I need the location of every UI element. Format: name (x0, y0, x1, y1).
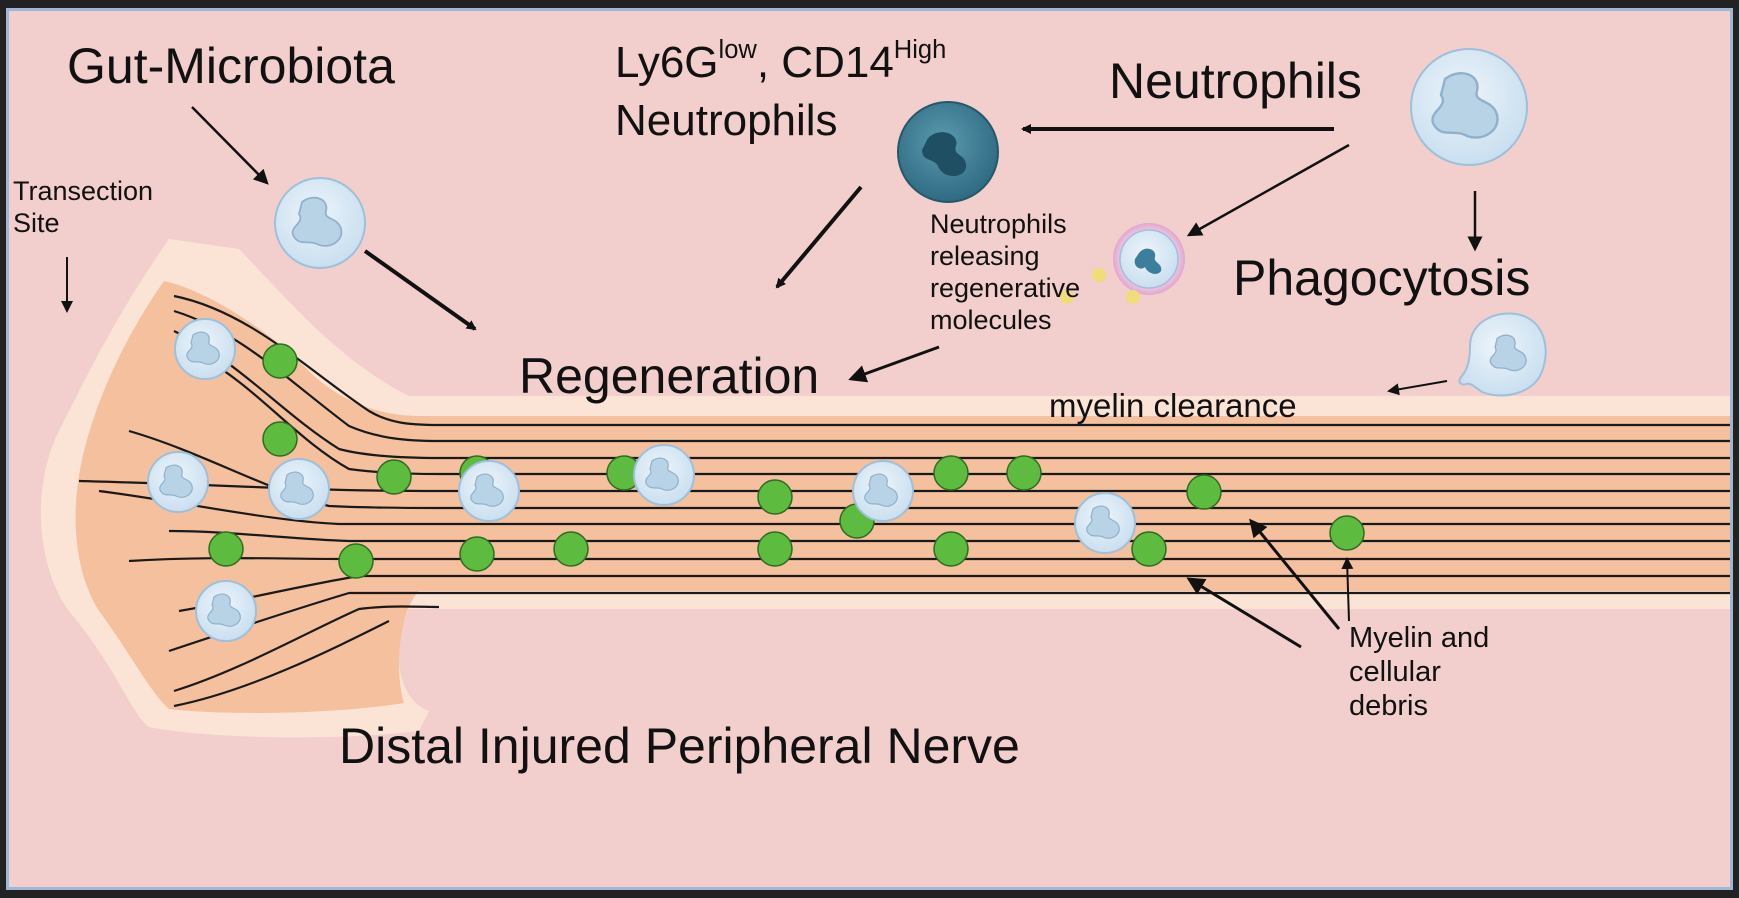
neutrophil-cell-icon (1410, 48, 1528, 166)
debris-line-3: debris (1349, 690, 1428, 723)
neutrophil-cell-icon (633, 444, 695, 506)
neutrophil-cell-icon (458, 460, 520, 522)
phagocytosing-neutrophil-icon (1458, 312, 1547, 397)
ly6g-superscript: low (718, 35, 757, 64)
myelin-debris-icon (1131, 531, 1167, 567)
transection-line-2: Site (13, 207, 60, 238)
transection-line-1: Transection (13, 176, 154, 206)
neutrophil-cell-icon (1074, 492, 1136, 554)
neutrophil-group (147, 318, 1136, 642)
diagram-scene (40, 48, 1730, 738)
releasing-line-3: regenerative (930, 272, 1081, 303)
myelin-debris-icon (459, 536, 495, 572)
arrow-gut-to-neutrophil (191, 106, 269, 185)
cd14-superscript: High (893, 35, 947, 64)
regenerative-molecule-dots (1060, 268, 1140, 304)
myelin-debris-icon (1006, 455, 1042, 491)
myelin-debris-icon (376, 459, 412, 495)
myelin-debris-icon (1329, 515, 1365, 551)
debris-line-1: Myelin and (1349, 622, 1490, 654)
myelin-debris-icon (933, 531, 969, 567)
debris-label: Myelin and cellular debris (1349, 621, 1489, 724)
myelin-clearance-label: myelin clearance (1049, 387, 1297, 424)
diagram-canvas: Gut-Microbiota Ly6Glow, CD14High Neutrop… (6, 8, 1733, 890)
releasing-neutrophil-icon (1113, 223, 1185, 295)
activated-neutrophil-icon (897, 101, 999, 203)
arrow-group (61, 106, 1483, 649)
gut-microbiota-label: Gut-Microbiota (67, 38, 395, 94)
neutrophil-cell-icon (147, 451, 209, 513)
releasing-line-1: Neutrophils (930, 209, 1067, 239)
ly6g-neutrophils-label: Neutrophils (615, 96, 838, 145)
transection-site-label: Transection Site (13, 176, 153, 240)
myelin-debris-icon (933, 455, 969, 491)
myelin-debris-icon (1186, 474, 1222, 510)
myelin-debris-icon (757, 531, 793, 567)
arrow-phagocyte-to-clearance (1387, 380, 1448, 396)
neutrophil-cell-icon (852, 460, 914, 522)
releasing-line-2: releasing (930, 240, 1040, 271)
neutrophil-cell-icon (274, 177, 366, 269)
ly6g-text: Ly6G (615, 38, 719, 87)
arrow-debris-3 (1341, 557, 1354, 622)
debris-line-2: cellular (1349, 656, 1441, 689)
myelin-debris-icon (757, 479, 793, 515)
myelin-debris-icon (208, 531, 244, 567)
releasing-molecules-label: Neutrophils releasing regenerative molec… (930, 209, 1080, 336)
neutrophil-cell-icon (268, 458, 330, 520)
ly6g-cd14-label: Ly6Glow, CD14High (615, 37, 946, 87)
phagocytosis-label: Phagocytosis (1233, 250, 1531, 306)
myelin-debris-icon (262, 421, 298, 457)
arrow-molecules-to-regeneration (848, 345, 940, 383)
arrow-activated-to-regeneration (775, 185, 863, 289)
regeneration-label: Regeneration (519, 348, 820, 404)
arrow-neutrophil-to-nerve (363, 249, 477, 331)
arrow-neutrophils-to-releasing (1186, 143, 1350, 237)
arrow-debris-1 (1186, 577, 1302, 649)
neutrophil-cell-icon (195, 580, 257, 642)
myelin-debris-icon (338, 543, 374, 579)
footer-title: Distal Injured Peripheral Nerve (339, 718, 1020, 774)
neutrophil-cell-icon (174, 318, 236, 380)
myelin-debris-icon (553, 531, 589, 567)
releasing-line-4: molecules (930, 304, 1052, 335)
myelin-debris-icon (262, 343, 298, 379)
arrow-debris-2 (1249, 518, 1341, 630)
neutrophils-label: Neutrophils (1109, 53, 1362, 109)
cd14-text: , CD14 (756, 38, 894, 87)
